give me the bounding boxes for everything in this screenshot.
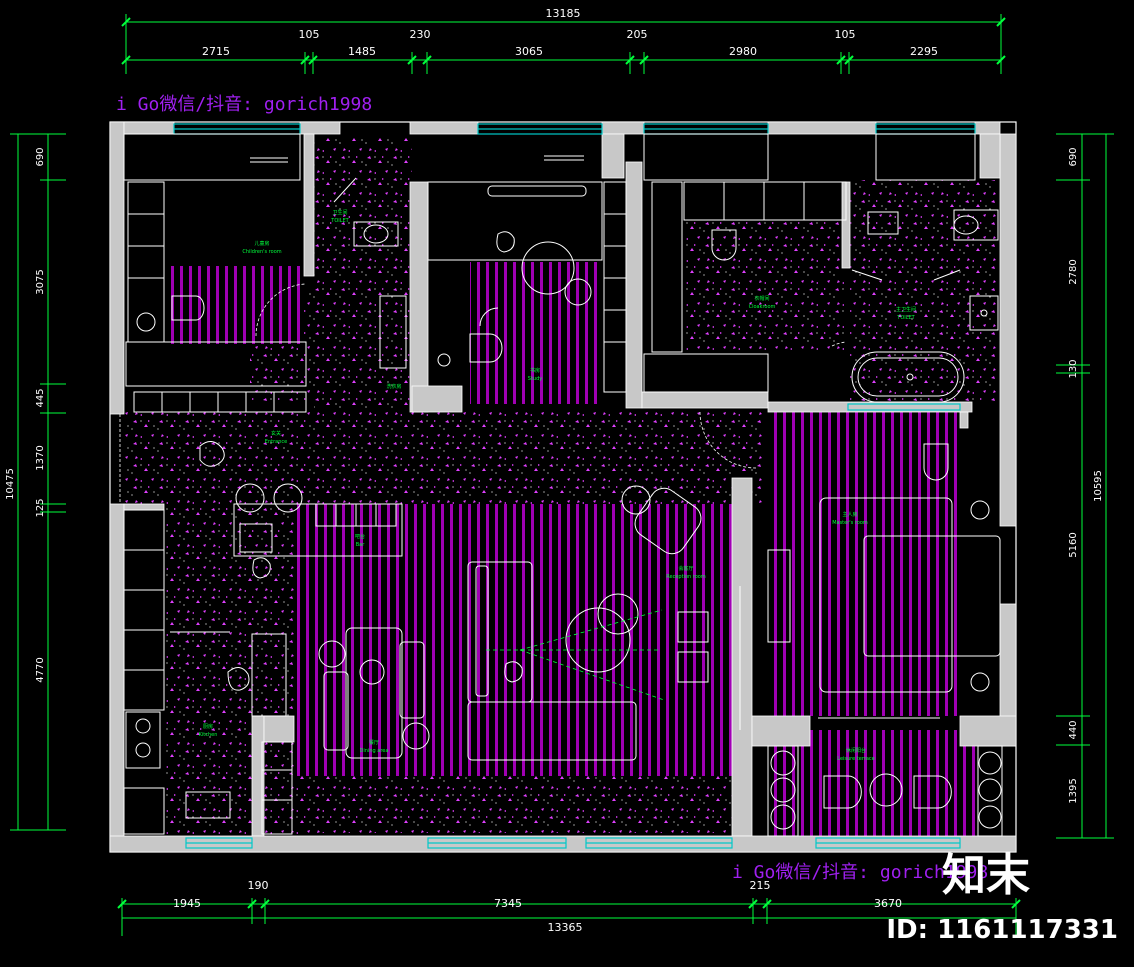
label-children-room-en: Children's room	[242, 249, 281, 255]
floor-fills	[124, 138, 998, 836]
label-bar-en: Bar	[356, 542, 365, 548]
dim-left-3: 445	[35, 388, 46, 407]
room-labels: 儿童房 Children's room 卫生间 TOILET 洗衣房 书房 St…	[199, 209, 916, 762]
dim-top-5: 3065	[515, 45, 543, 58]
sight-lines	[486, 609, 665, 701]
label-master-toilet: 主卫生间	[896, 306, 916, 313]
label-reception: 会客厅	[678, 565, 693, 572]
label-master-room-en: Master's room	[832, 520, 868, 526]
label-toilet-en: TOILET	[330, 218, 349, 224]
dim-top-2: 105	[299, 28, 320, 41]
label-kitchen: 厨房	[203, 723, 213, 730]
dim-top-8: 105	[835, 28, 856, 41]
label-toilet: 卫生间	[332, 209, 347, 216]
dim-top-4: 230	[410, 28, 431, 41]
dim-bottom-2: 190	[248, 879, 269, 892]
dim-top-total: 13185	[546, 7, 581, 20]
dim-left-total: 10475	[5, 468, 16, 500]
dim-left-4: 1370	[35, 445, 46, 470]
dim-bottom-1: 1945	[173, 897, 201, 910]
dim-top-7: 2980	[729, 45, 757, 58]
brand-logo: 知末	[942, 850, 1030, 901]
dim-right-1: 690	[1068, 147, 1079, 166]
label-dining: 餐厅	[369, 739, 379, 746]
label-leisure-en: Leisure terrace	[837, 756, 875, 762]
label-kitchen-en: Kitchen	[199, 732, 218, 738]
label-laundry: 洗衣房	[386, 383, 401, 390]
watermark-bottom: i Go微信/抖音: gorich1998	[732, 862, 988, 883]
label-dining-en: Dining area	[360, 748, 389, 754]
label-cloakroom: 衣帽间	[754, 295, 769, 302]
label-leisure: 休闲阳台	[846, 747, 866, 754]
dim-top-6: 205	[627, 28, 648, 41]
label-master-toilet-en: TOILET	[896, 315, 915, 321]
dim-right-2: 2780	[1068, 259, 1079, 284]
dim-right-total: 10595	[1093, 470, 1104, 502]
dim-left-2: 3075	[35, 269, 46, 294]
dim-bottom-total: 13365	[548, 921, 583, 934]
dim-top-3: 1485	[348, 45, 376, 58]
label-children-room: 儿童房	[254, 240, 269, 247]
dim-right-5: 440	[1068, 720, 1079, 739]
label-master-room: 主人房	[842, 511, 857, 518]
windows	[173, 123, 976, 849]
watermark-top: i Go微信/抖音: gorich1998	[116, 94, 372, 115]
brand-logo-text: 知末	[942, 850, 1030, 901]
dim-top-1: 2715	[202, 45, 230, 58]
dim-bottom-4: 215	[750, 879, 771, 892]
dim-left-6: 4770	[35, 657, 46, 682]
dim-left-5: 125	[35, 498, 46, 517]
label-entrance: 玄关	[271, 430, 281, 437]
dim-right-3: 130	[1068, 359, 1079, 378]
walls	[109, 121, 1017, 853]
dimension-lines	[10, 14, 1114, 936]
dim-top-9: 2295	[910, 45, 938, 58]
door-swings	[119, 283, 847, 504]
dim-bottom-5: 3670	[874, 897, 902, 910]
dim-right-6: 1395	[1068, 778, 1079, 803]
label-study: 书房	[530, 367, 540, 374]
label-bar: 吧台	[355, 533, 365, 540]
people-figures	[199, 231, 523, 691]
label-cloakroom-en: Cloakroom	[749, 304, 776, 310]
image-id: ID: 1161117331	[886, 915, 1118, 945]
dim-left-1: 690	[35, 147, 46, 166]
furniture	[123, 133, 1003, 837]
label-entrance-en: Entrance	[265, 439, 287, 445]
label-reception-en: Reception room	[666, 574, 706, 580]
label-study-en: Study	[528, 376, 542, 382]
dim-bottom-3: 7345	[494, 897, 522, 910]
dimension-ticks	[117, 17, 1021, 909]
dim-right-4: 5160	[1068, 532, 1079, 557]
